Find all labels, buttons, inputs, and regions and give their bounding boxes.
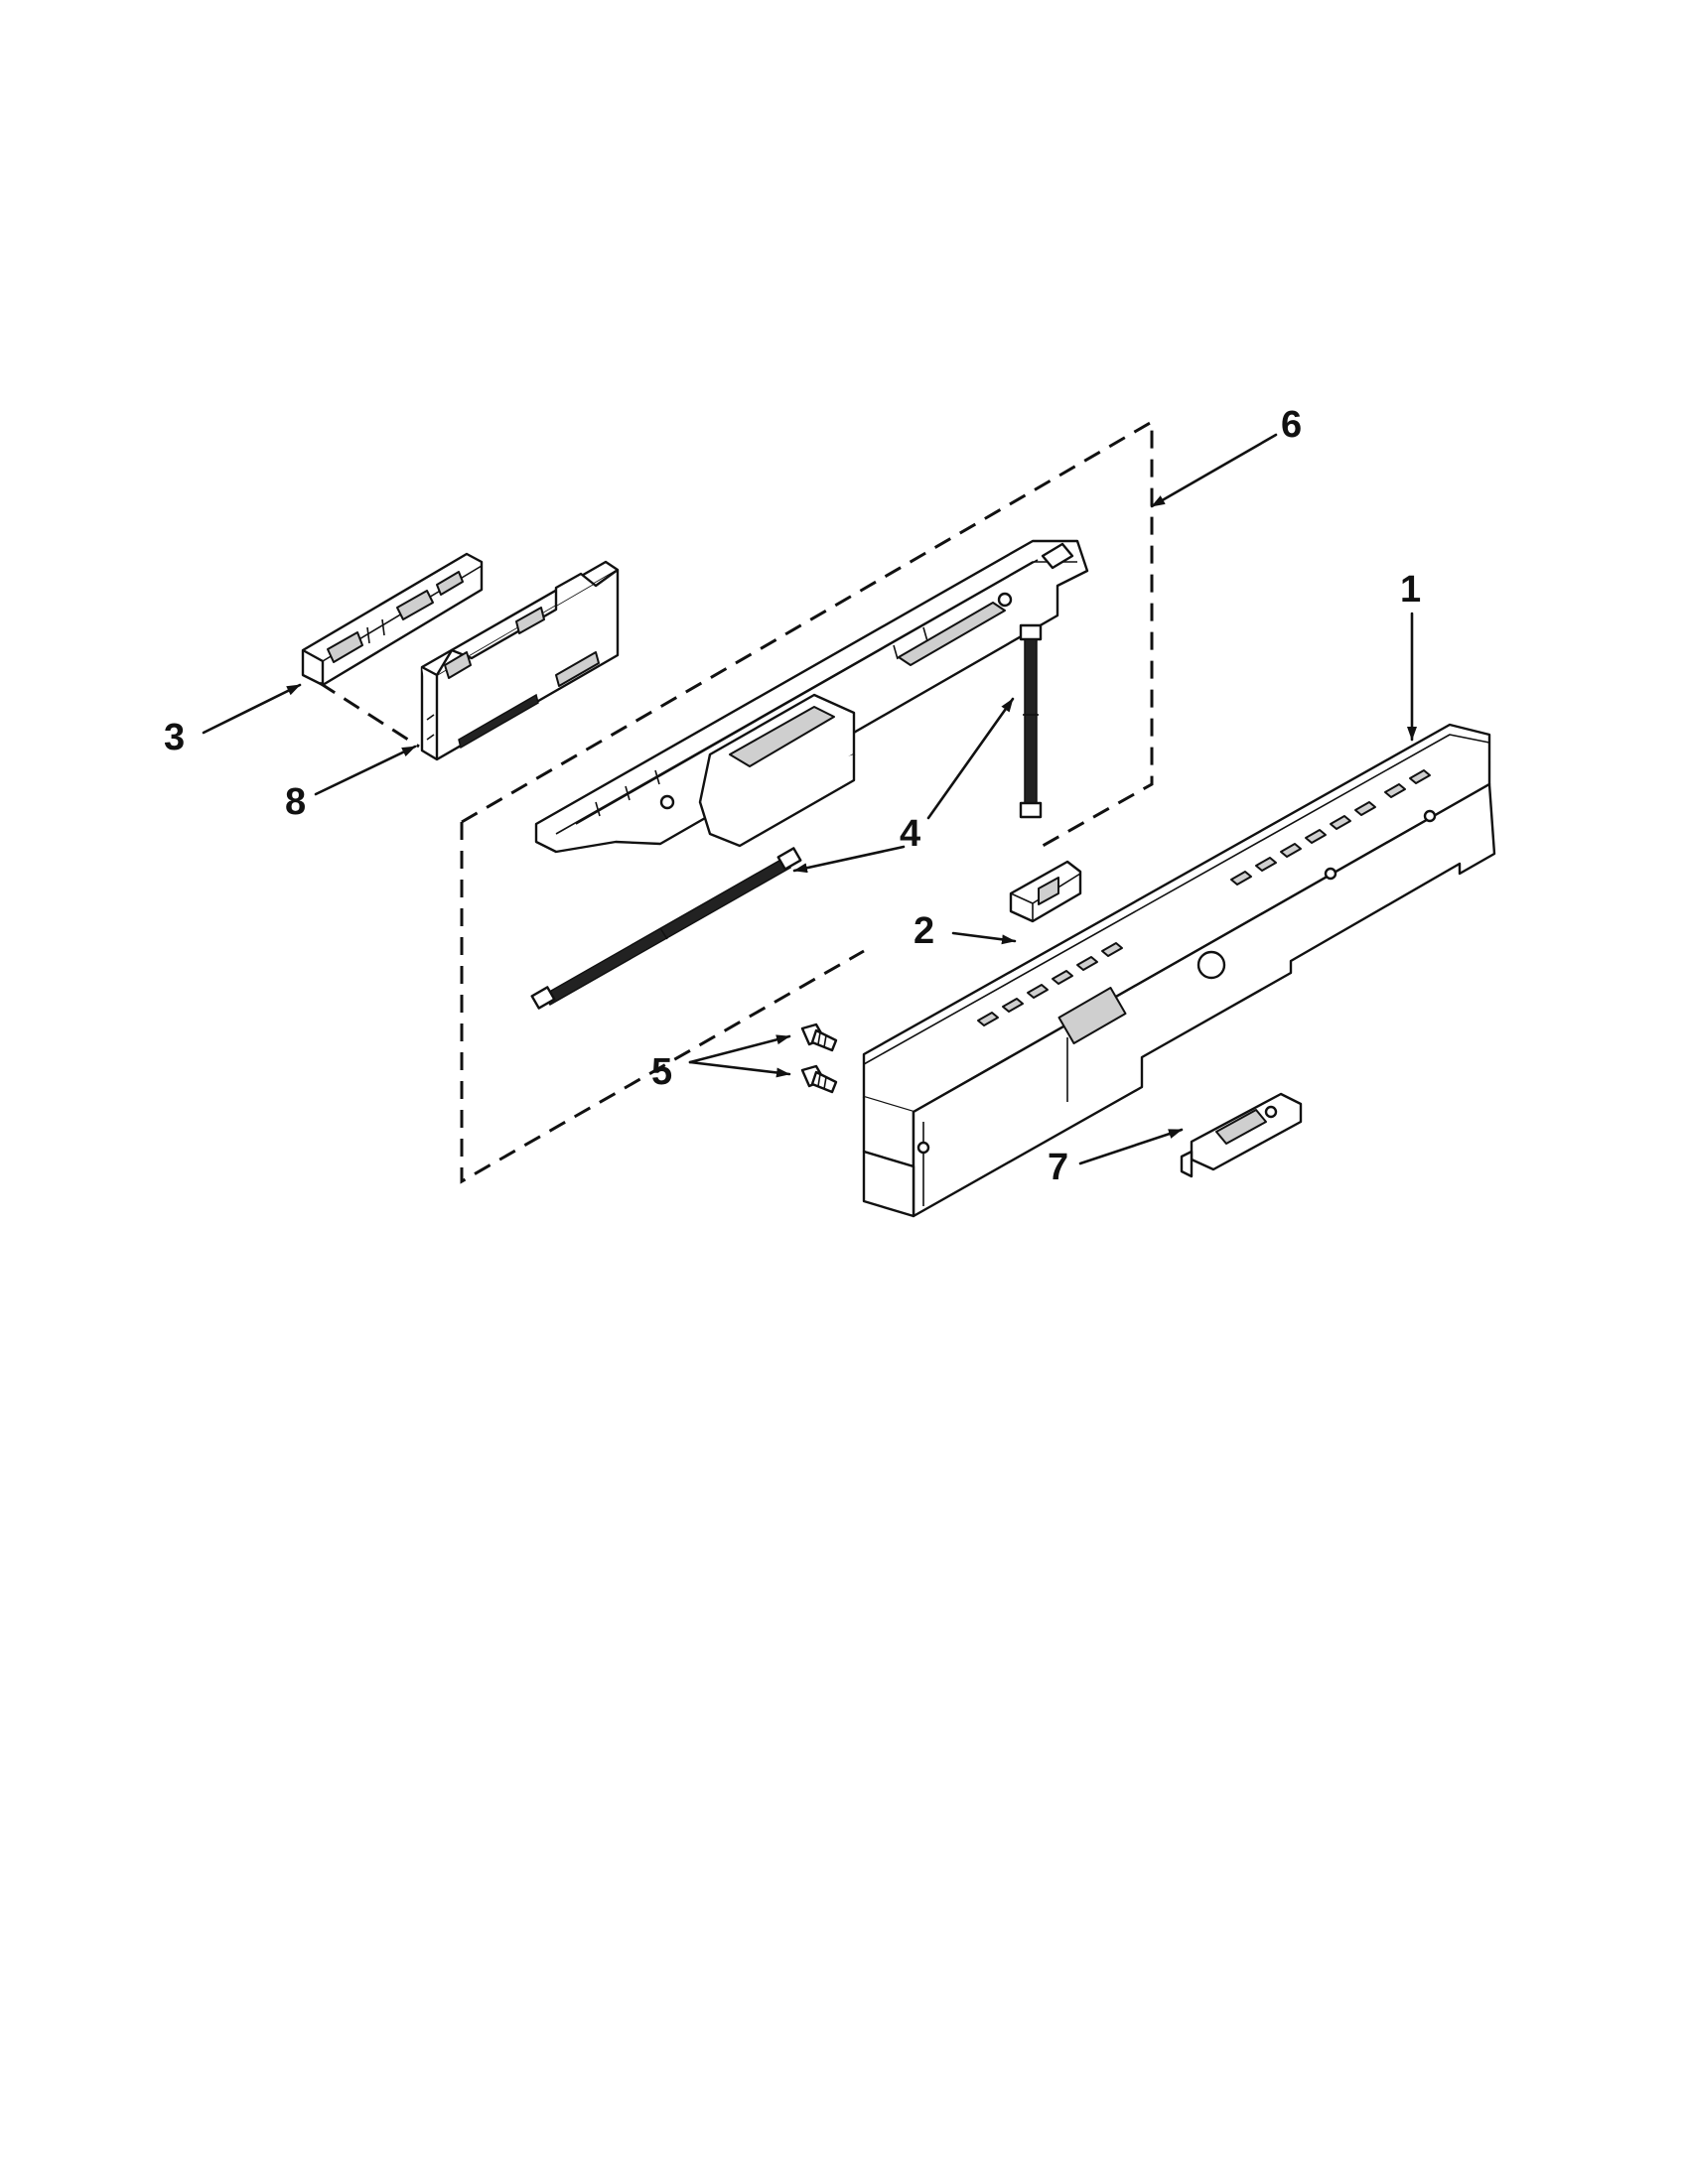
panel-button-10 bbox=[1305, 829, 1327, 844]
panel-button-4 bbox=[1052, 970, 1073, 985]
part-2-clip bbox=[1009, 860, 1082, 923]
callout-6: 6 bbox=[1281, 404, 1302, 446]
callout-2: 2 bbox=[914, 910, 934, 952]
part-8-control-board bbox=[420, 560, 620, 761]
part-3-to-8-dashed-link bbox=[319, 681, 420, 749]
callout-5: 5 bbox=[651, 1051, 672, 1093]
arrow-2 bbox=[951, 931, 1017, 945]
part-6-rail-assembly bbox=[534, 539, 1089, 854]
arrow-6 bbox=[1150, 433, 1278, 508]
callout-1: 1 bbox=[1400, 569, 1421, 611]
panel-button-2 bbox=[1002, 998, 1024, 1013]
arrow-4-upper bbox=[926, 697, 1015, 820]
panel-button-group bbox=[977, 769, 1431, 1026]
panel-button-11 bbox=[1330, 815, 1351, 830]
part-5-screw-upper bbox=[800, 1023, 838, 1052]
callout-8: 8 bbox=[285, 781, 306, 823]
part-5-screw-lower bbox=[800, 1064, 838, 1094]
part-3-bracket bbox=[301, 552, 484, 687]
callout-7: 7 bbox=[1048, 1147, 1068, 1188]
panel-button-5 bbox=[1076, 956, 1098, 971]
part-4-cable-diagonal bbox=[530, 847, 802, 1010]
arrow-4-lower bbox=[792, 845, 906, 874]
leader-arrows bbox=[202, 433, 1417, 1165]
panel-button-3 bbox=[1027, 984, 1049, 999]
part-4-cable-vertical bbox=[1019, 623, 1043, 819]
arrow-7 bbox=[1078, 1128, 1184, 1165]
part-1-control-panel bbox=[862, 723, 1496, 1218]
panel-button-1 bbox=[977, 1012, 999, 1026]
panel-button-8 bbox=[1255, 857, 1277, 872]
panel-button-12 bbox=[1354, 801, 1376, 816]
panel-button-6 bbox=[1101, 942, 1123, 957]
part-7-switch bbox=[1180, 1092, 1303, 1178]
panel-button-9 bbox=[1280, 843, 1302, 858]
callout-4: 4 bbox=[900, 813, 920, 855]
arrow-5-upper bbox=[688, 1034, 791, 1064]
callout-3: 3 bbox=[164, 717, 185, 758]
arrow-8 bbox=[314, 745, 417, 796]
panel-button-14 bbox=[1409, 769, 1431, 784]
panel-button-7 bbox=[1230, 871, 1252, 886]
assembly-boundary-dashed bbox=[460, 419, 1154, 1184]
panel-button-13 bbox=[1384, 783, 1406, 798]
arrow-3 bbox=[202, 683, 302, 735]
arrow-5-lower bbox=[688, 1060, 791, 1078]
